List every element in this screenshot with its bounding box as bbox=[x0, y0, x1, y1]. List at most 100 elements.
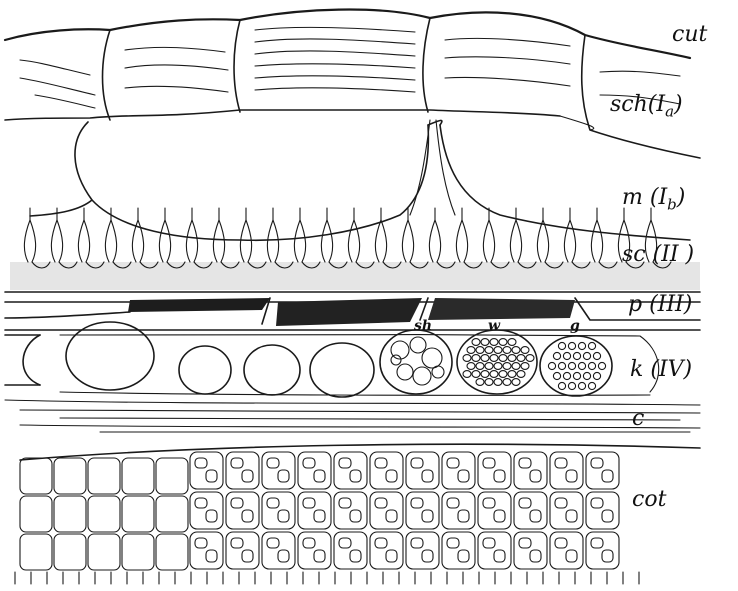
aleurone-grain bbox=[483, 538, 495, 548]
cell-vacuole bbox=[410, 337, 426, 353]
cotyledon-cell bbox=[88, 458, 120, 494]
granule bbox=[583, 352, 590, 359]
aleurone-grain bbox=[519, 538, 531, 548]
reticulate-cell bbox=[472, 371, 480, 378]
granule bbox=[558, 362, 565, 369]
aleurone-grain bbox=[411, 458, 423, 468]
cotyledon-cell bbox=[54, 534, 86, 570]
cotyledon-cell bbox=[54, 458, 86, 494]
aleurone-grain bbox=[267, 498, 279, 508]
reticulate-cell bbox=[494, 379, 502, 386]
cotyledon-cell-filled bbox=[262, 492, 295, 529]
palisade-cell bbox=[321, 220, 332, 262]
reticulate-cell bbox=[481, 371, 489, 378]
aleurone-grain bbox=[591, 498, 603, 508]
reticulate-cell bbox=[517, 371, 525, 378]
granule bbox=[548, 362, 555, 369]
aleurone-grain bbox=[555, 498, 567, 508]
aleurone-grain bbox=[422, 470, 433, 482]
aleurone-grain bbox=[195, 458, 207, 468]
aleurone-grain bbox=[566, 550, 577, 562]
reticulate-cell bbox=[512, 363, 520, 370]
reticulate-cell bbox=[463, 371, 471, 378]
reticulate-cell bbox=[476, 347, 484, 354]
cell-vacuole bbox=[391, 355, 401, 365]
reticulate-cell bbox=[472, 339, 480, 346]
cotyledon-cell-filled bbox=[226, 532, 259, 569]
aleurone-grain bbox=[267, 538, 279, 548]
granule bbox=[568, 342, 575, 349]
aleurone-grain bbox=[566, 470, 577, 482]
aleurone-grain bbox=[555, 538, 567, 548]
aleurone-grain bbox=[566, 510, 577, 522]
granule bbox=[593, 372, 600, 379]
aleurone-grain bbox=[303, 498, 315, 508]
cotyledon-cell bbox=[20, 534, 52, 570]
cotyledon-cell-filled bbox=[370, 532, 403, 569]
cotyledon-cell-filled bbox=[478, 452, 511, 489]
cotyledon-cell bbox=[156, 534, 188, 570]
granule bbox=[568, 382, 575, 389]
reticulate-cell bbox=[521, 363, 529, 370]
pigment-layer bbox=[5, 298, 700, 330]
reticulate-cell bbox=[485, 363, 493, 370]
reticulate-cell bbox=[526, 355, 534, 362]
reticulate-cell bbox=[481, 355, 489, 362]
aleurone-grain bbox=[447, 498, 459, 508]
aleurone-grain bbox=[422, 510, 433, 522]
aleurone-grain bbox=[458, 470, 469, 482]
aleurone-grain bbox=[303, 458, 315, 468]
schizoid-layer bbox=[5, 10, 700, 158]
palisade-cell bbox=[105, 220, 116, 262]
cell-vacuole bbox=[422, 348, 442, 368]
granule bbox=[578, 382, 585, 389]
palisade-cell bbox=[294, 220, 305, 262]
granule bbox=[588, 342, 595, 349]
label-cot: cot bbox=[632, 487, 666, 512]
aleurone-grain bbox=[231, 538, 243, 548]
label-sc: sc (II ) bbox=[622, 242, 694, 267]
aleurone-grain bbox=[314, 470, 325, 482]
granule bbox=[598, 362, 605, 369]
cotyledon-cell bbox=[54, 496, 86, 532]
reticulate-cell bbox=[512, 347, 520, 354]
palisade-cell bbox=[510, 220, 521, 262]
palisade-cell bbox=[591, 220, 602, 262]
label-sch-subscript: a bbox=[665, 102, 674, 120]
palisade-cell bbox=[267, 220, 278, 262]
cell-vacuole bbox=[413, 367, 431, 385]
palisade-cell bbox=[429, 220, 440, 262]
aleurone-grain bbox=[483, 498, 495, 508]
aleurone-grain bbox=[339, 458, 351, 468]
reticulate-cell bbox=[476, 379, 484, 386]
cotyledon-cell-filled bbox=[334, 492, 367, 529]
granule bbox=[578, 342, 585, 349]
aleurone-grain bbox=[411, 538, 423, 548]
reticulate-cell bbox=[494, 347, 502, 354]
reticulate-cell bbox=[499, 371, 507, 378]
aleurone-grain bbox=[375, 498, 387, 508]
cotyledon-cell bbox=[156, 458, 188, 494]
granule bbox=[588, 382, 595, 389]
reticulate-cell bbox=[508, 371, 516, 378]
cell-vacuole bbox=[432, 366, 444, 378]
aleurone-grain bbox=[386, 550, 397, 562]
reticulate-cell bbox=[503, 363, 511, 370]
cotyledon-cell bbox=[122, 496, 154, 532]
reticulate-cell bbox=[476, 363, 484, 370]
reticulate-cell bbox=[499, 339, 507, 346]
label-k: k (IV) bbox=[630, 357, 692, 382]
aleurone-grain bbox=[494, 510, 505, 522]
cell-vacuole bbox=[397, 364, 413, 380]
cotyledon-cell-filled bbox=[262, 532, 295, 569]
palisade-cell bbox=[456, 220, 467, 262]
label-sch: sch(Ia) bbox=[610, 92, 683, 120]
reticulate-cell bbox=[499, 355, 507, 362]
aleurone-grain bbox=[314, 550, 325, 562]
aleurone-grain bbox=[339, 538, 351, 548]
cotyledon-cell-filled bbox=[370, 492, 403, 529]
reticulate-cell bbox=[472, 355, 480, 362]
cotyledon-cell-filled bbox=[298, 492, 331, 529]
palisade-layer bbox=[5, 208, 700, 292]
cotyledon-tissue bbox=[15, 444, 700, 584]
